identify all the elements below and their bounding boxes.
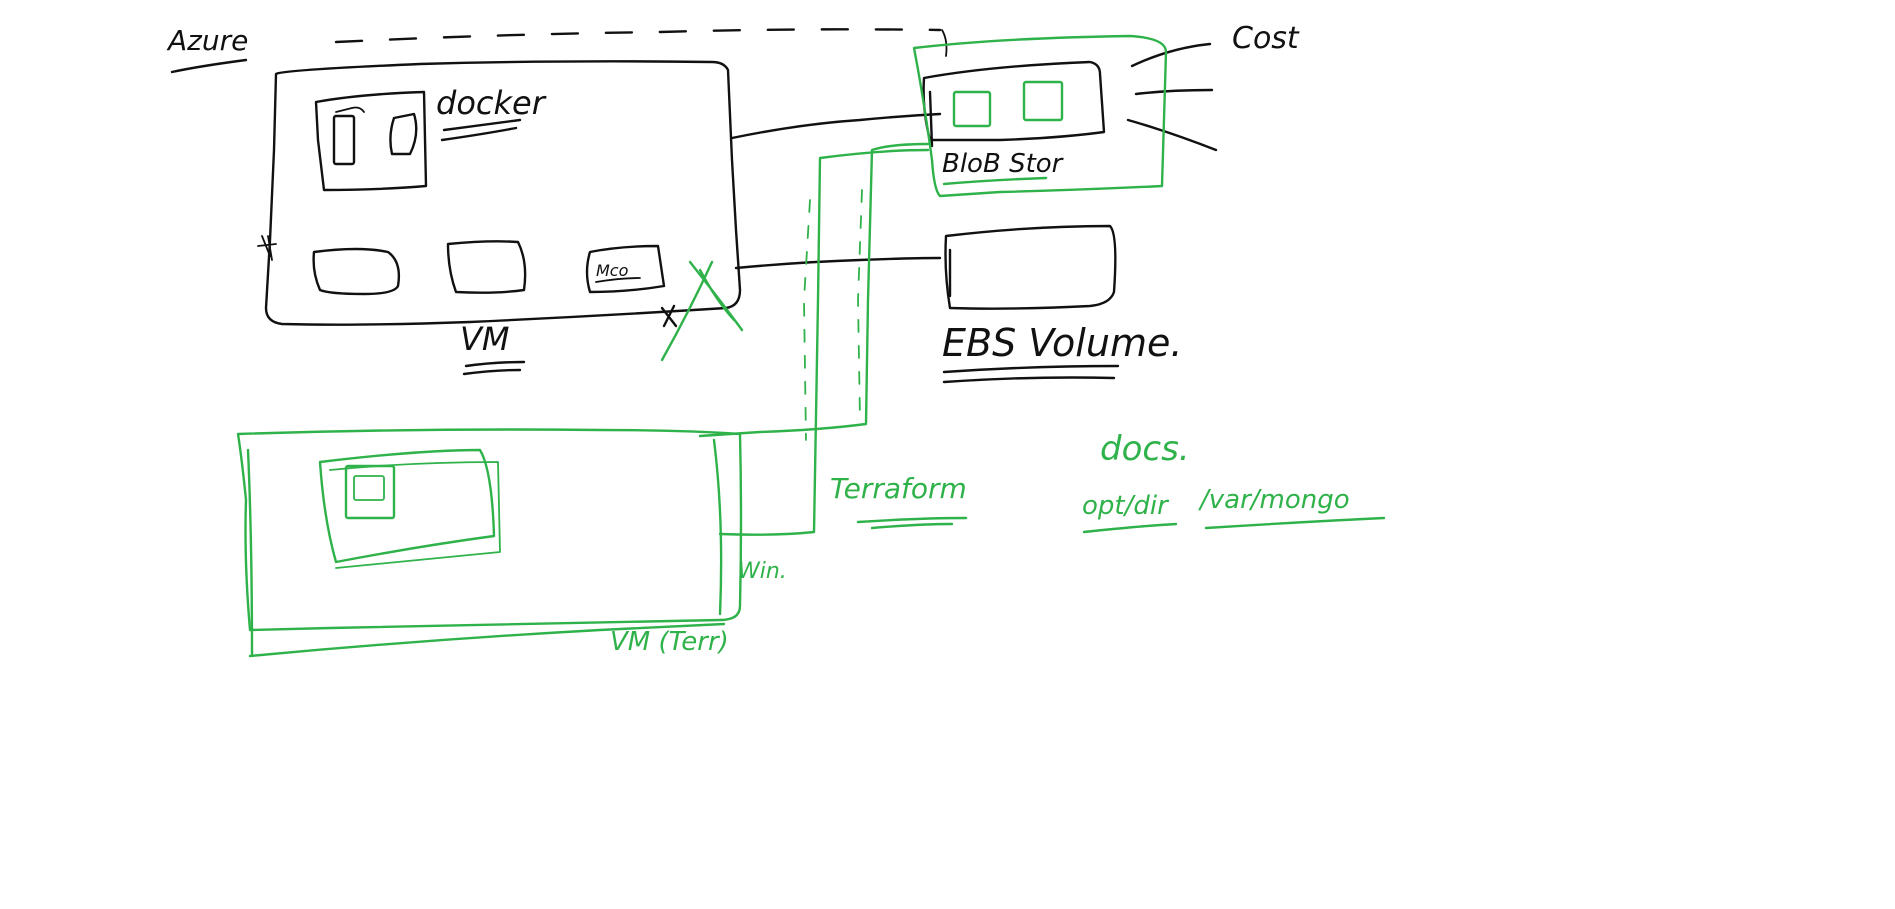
blob-store-green-box (912, 34, 1168, 198)
vm-terraform-inner-box (318, 448, 496, 564)
label-opt-dir: opt/dir (1082, 491, 1170, 521)
cost-line-1 (1130, 42, 1212, 68)
underline-var-mongo (1204, 516, 1386, 530)
underline-terraform (856, 516, 968, 530)
underline-blob-store (942, 176, 1048, 186)
blob-store-edge (928, 90, 934, 148)
path-blob-to-vm-outer (718, 148, 930, 536)
cost-line-2 (1134, 88, 1214, 96)
label-vm-terraform: VM (Terr) (610, 627, 729, 657)
label-blob-store: BloB Stor (942, 149, 1065, 179)
vm-terraform-container-inner (353, 475, 385, 501)
vm-terraform-inner-box-shadow (329, 461, 501, 569)
cross-mark-small (660, 304, 678, 328)
blob-inner-square-2 (1022, 80, 1064, 122)
label-terraform: Terraform (830, 472, 967, 505)
vm-terraform-container (344, 464, 396, 520)
connector-vm-to-ebs (734, 256, 942, 270)
vm-box-mark (257, 235, 277, 261)
vm-terraform-right-edge (712, 438, 723, 616)
underline-ebs-volume (942, 364, 1120, 384)
label-azure: Azure (166, 24, 248, 57)
cross-mark-large (660, 260, 744, 362)
label-cost: Cost (1232, 21, 1300, 56)
path-blob-to-vm-inner (698, 142, 930, 438)
label-vm: VM (460, 320, 510, 358)
container-2 (389, 112, 418, 156)
label-docs: docs. (1100, 429, 1190, 469)
underline-vm (462, 360, 526, 376)
connector-vm-to-blob (730, 112, 942, 140)
dashed-boundary (334, 28, 942, 44)
ebs-volume-box (944, 224, 1117, 310)
dashed-boundary-tick (941, 29, 948, 57)
blob-inner-square-1 (952, 90, 992, 128)
container-1 (332, 114, 356, 166)
path-dashed-left (803, 199, 811, 441)
underline-mco (595, 277, 641, 283)
cost-line-3 (1126, 118, 1218, 152)
label-ebs-volume: EBS Volume. (942, 321, 1182, 365)
label-var-mongo: /var/mongo (1198, 485, 1350, 515)
blob-store-box (922, 60, 1106, 142)
underline-opt-dir (1082, 522, 1178, 534)
label-win: Win. (738, 559, 787, 584)
underline-azure (170, 58, 248, 74)
path-dashed-right (857, 189, 863, 421)
vm-inner-box-mco (585, 244, 666, 294)
docker-box (314, 90, 428, 192)
container-1-tab (335, 106, 365, 113)
vm-box (264, 60, 742, 326)
underline-docker (440, 118, 522, 142)
vm-terraform-box (236, 428, 743, 632)
vm-inner-box-1 (312, 247, 401, 296)
label-docker: docker (436, 84, 547, 122)
vm-inner-box-2 (446, 240, 527, 294)
label-mco: Mco (596, 261, 629, 280)
vm-terraform-box-double (246, 448, 726, 658)
